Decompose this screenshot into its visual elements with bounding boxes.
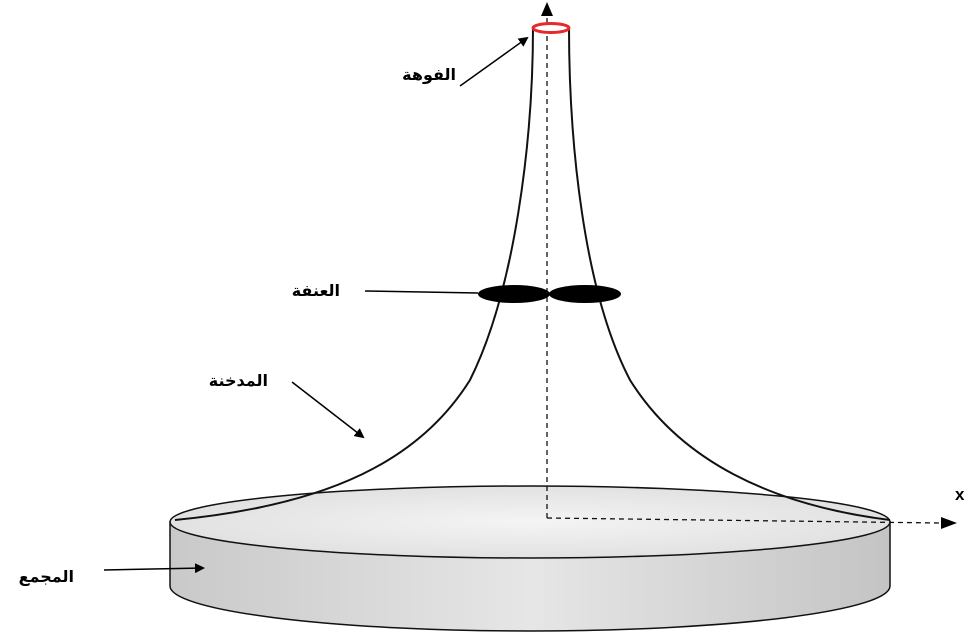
collector-top: [169, 485, 891, 559]
x-axis-label: x: [955, 485, 965, 504]
x-axis: [546, 517, 941, 524]
turbine-blade-right: [549, 285, 621, 303]
turbine-blade-left: [478, 285, 550, 303]
nozzle-leader-arrow: [459, 36, 529, 87]
nozzle-ring: [531, 22, 571, 34]
chimney-leader-arrow: [291, 381, 365, 439]
chimney: [174, 26, 891, 521]
chimney-left-wall: [174, 26, 534, 521]
turbine-label: العنفة: [292, 281, 340, 300]
turbine-leader-line: [364, 290, 479, 294]
collector-label: المجمع: [19, 567, 74, 586]
collector: [169, 485, 891, 632]
chimney-label: المدخنة: [209, 371, 268, 390]
vertical-axis-arrowhead: [541, 2, 553, 16]
chimney-right-wall: [568, 26, 891, 521]
nozzle-label: الفوهة: [402, 65, 456, 84]
turbine: [478, 285, 621, 303]
collector-leader-arrow: [103, 563, 205, 574]
x-axis-arrowhead: [941, 517, 957, 529]
